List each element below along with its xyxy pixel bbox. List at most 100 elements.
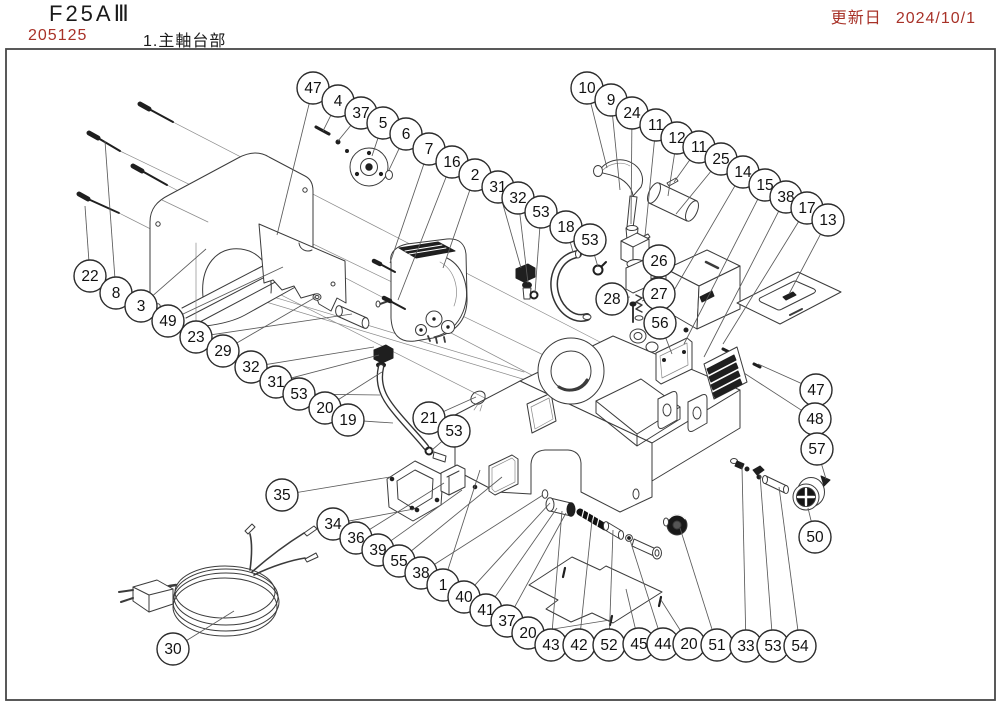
leader-line-11: [644, 140, 655, 237]
leader-line-43: [551, 510, 563, 630]
elbow-fitting-upper: [515, 263, 539, 300]
leader-line-47: [276, 103, 310, 236]
balloon-number: 20: [519, 625, 537, 642]
leader-line-47: [757, 363, 802, 384]
leader-line-38: [434, 494, 544, 565]
leader-line-1: [447, 469, 481, 570]
balloon-number: 32: [242, 359, 259, 376]
leader-line-5: [371, 138, 379, 157]
balloon-number: 53: [581, 232, 598, 249]
balloon-number: 36: [347, 530, 364, 547]
leader-line-21: [443, 396, 477, 412]
update-date-label: 更新日: [830, 10, 882, 27]
balloon-29: [206, 334, 240, 368]
balloon-number: 31: [489, 179, 506, 196]
leader-line-40: [474, 502, 551, 586]
balloon-number: 30: [164, 641, 182, 658]
balloon-number: 57: [808, 441, 825, 458]
leader-line-53: [594, 255, 599, 268]
balloon-number: 53: [290, 386, 307, 403]
balloon-3: [124, 289, 158, 323]
leader-line-3: [152, 248, 207, 296]
balloon-number: 35: [273, 487, 290, 504]
leader-line-23: [211, 313, 353, 336]
leader-line-54: [778, 486, 799, 631]
balloon-53: [573, 223, 607, 257]
cover-plate: [736, 271, 842, 325]
mounting-screws: [76, 101, 282, 242]
leader-line-29: [236, 296, 317, 344]
balloon-53: [282, 377, 316, 411]
balloon-number: 55: [390, 553, 407, 570]
leader-line-48: [743, 372, 802, 411]
drain-hose: [373, 344, 447, 463]
leader-line-22: [84, 205, 90, 261]
leader-line-31: [291, 354, 380, 379]
balloon-number: 13: [819, 212, 836, 229]
leader-line-51: [679, 527, 713, 630]
leader-line-12: [667, 153, 675, 197]
section-title: 1.主軸台部: [143, 33, 227, 50]
motor-nameplate: [398, 241, 456, 259]
part-number: 205125: [28, 27, 88, 44]
balloon-number: 19: [339, 412, 356, 429]
leader-line-18: [569, 242, 574, 253]
balloon-number: 49: [159, 313, 176, 330]
balloon-number: 42: [570, 637, 587, 654]
leader-line-15: [683, 199, 759, 345]
balloon-number: 25: [712, 151, 729, 168]
balloon-number: 18: [557, 219, 574, 236]
balloon-number: 41: [477, 602, 494, 619]
balloon-number: 27: [650, 286, 667, 303]
leader-line-4: [322, 115, 332, 132]
leader-line-32: [266, 346, 375, 365]
leader-line-52: [609, 529, 614, 630]
leader-line-37: [514, 512, 567, 608]
leader-line-6: [388, 148, 400, 171]
balloon-26: [642, 244, 676, 278]
curved-hose: [550, 249, 607, 322]
update-date-value: 2024/10/1: [895, 10, 976, 27]
balloon-number: 38: [412, 565, 429, 582]
leader-line-32: [519, 213, 529, 284]
balloon-54: [783, 629, 817, 663]
motor: [371, 238, 468, 344]
balloon-number: 47: [807, 382, 824, 399]
leader-line-25: [675, 171, 712, 215]
balloon-number: 22: [81, 268, 98, 285]
switch-block: [440, 464, 466, 496]
clip: [470, 390, 486, 412]
balloon-callouts: 4743756716231325318531092411121125141538…: [73, 71, 845, 666]
balloon-number: 32: [509, 190, 526, 207]
switch-assembly: [386, 454, 519, 522]
leader-line-53: [534, 227, 541, 294]
leader-line-9: [612, 115, 621, 191]
wire-terminal: [244, 523, 256, 535]
balloon-number: 9: [607, 92, 616, 109]
shaft-pin: [312, 293, 370, 329]
parts-illustration: [76, 101, 842, 637]
leader-line-13: [788, 233, 821, 295]
balloon-number: 39: [369, 542, 386, 559]
base-plate: [528, 556, 663, 627]
leader-line-53: [759, 474, 773, 631]
leader-line-37: [337, 125, 352, 142]
balloon-number: 53: [445, 423, 462, 440]
balloon-number: 4: [334, 93, 343, 110]
balloon-number: 51: [708, 637, 725, 654]
leader-line-44: [629, 539, 659, 629]
balloon-number: 50: [806, 529, 824, 546]
balloon-number: 11: [691, 139, 707, 156]
leader-line-56: [665, 337, 673, 355]
balloon-53: [437, 414, 471, 448]
balloon-number: 11: [648, 117, 664, 134]
balloon-number: 53: [764, 638, 781, 655]
balloon-number: 2: [471, 167, 480, 184]
balloon-number: 26: [650, 253, 667, 270]
balloon-19: [331, 403, 365, 437]
balloon-32: [234, 350, 268, 384]
balloon-number: 17: [798, 200, 815, 217]
wire-terminal: [304, 552, 319, 563]
leader-line-57: [821, 464, 827, 480]
